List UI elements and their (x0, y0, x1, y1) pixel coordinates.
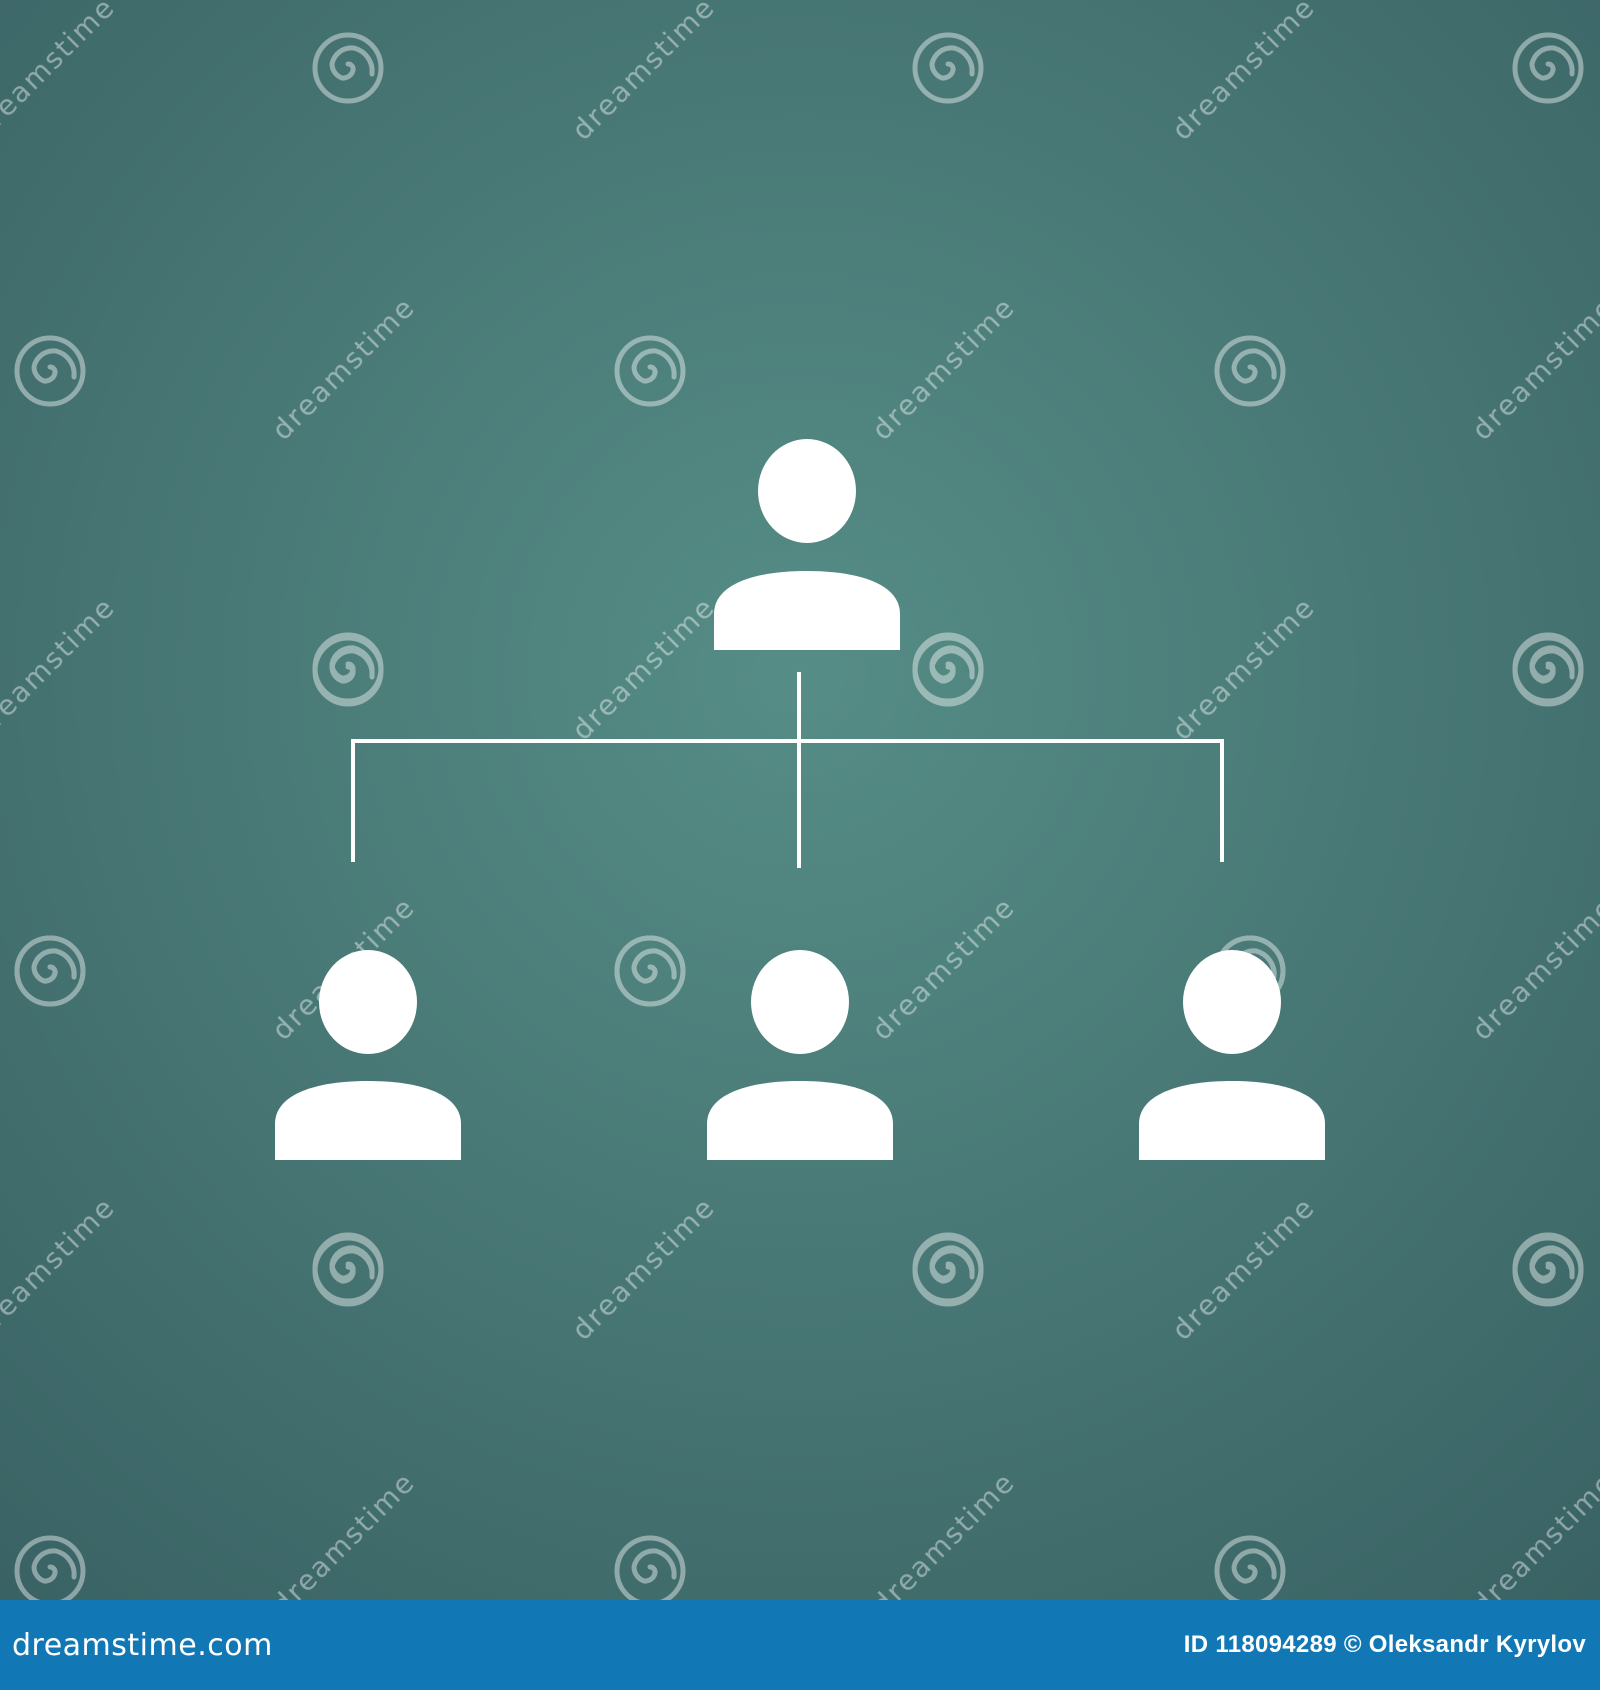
connector-bar (351, 739, 1224, 862)
person-icon (714, 439, 900, 650)
connector-lines (351, 672, 1224, 868)
footer-bar: dreamstime.com ID 118094289 © Oleksandr … (0, 1600, 1600, 1690)
person-node-left (275, 950, 461, 1160)
person-icon (707, 950, 893, 1160)
person-node-right (1139, 950, 1325, 1160)
brand-logo-text[interactable]: dreamstime.com (12, 1627, 273, 1663)
person-icon (1139, 950, 1325, 1160)
person-node-top (714, 439, 900, 650)
image-credit: ID 118094289 © Oleksandr Kyrylov (1183, 1631, 1586, 1658)
person-node-center (707, 950, 893, 1160)
person-icon (275, 950, 461, 1160)
org-chart (0, 0, 1600, 1600)
